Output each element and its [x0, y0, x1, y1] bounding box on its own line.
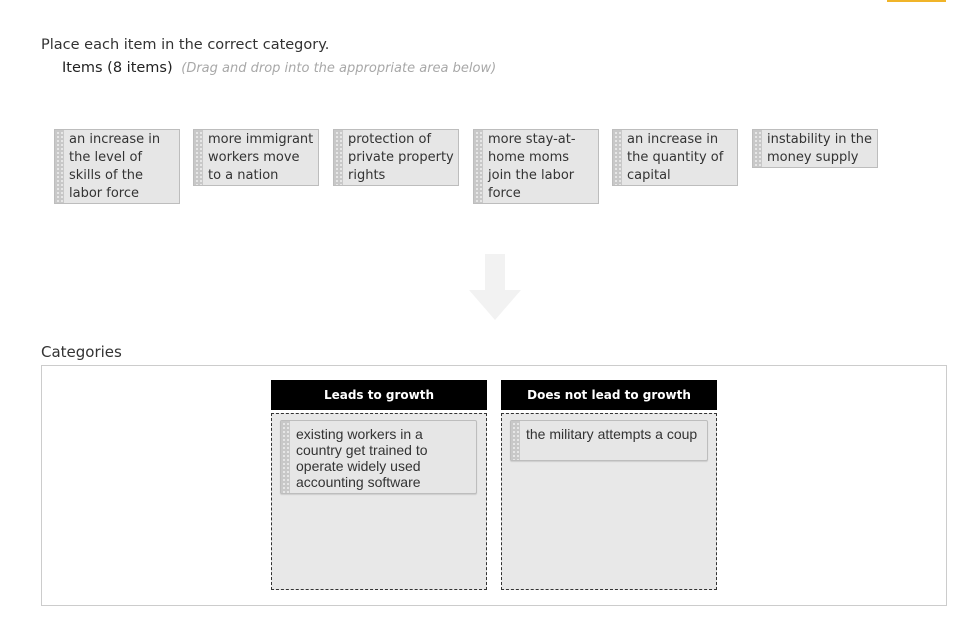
item-label: an increase in the quantity of capital — [627, 132, 724, 183]
grip-icon[interactable] — [511, 421, 520, 460]
top-accent-bar — [887, 0, 946, 2]
item-label: more stay-at-home moms join the labor fo… — [488, 132, 576, 201]
grip-icon[interactable] — [281, 421, 290, 493]
category-header: Does not lead to growth — [501, 380, 717, 410]
draggable-item[interactable]: protection of private property rights — [333, 129, 459, 186]
draggable-item[interactable]: more immigrant workers move to a nation — [193, 129, 319, 186]
placed-item[interactable]: existing workers in a country get traine… — [280, 420, 477, 494]
instruction-text: Place each item in the correct category. — [41, 37, 330, 53]
category-does-not-lead-to-growth: Does not lead to growth the military att… — [501, 380, 717, 590]
item-label: instability in the money supply — [767, 132, 873, 165]
item-label: an increase in the level of skills of th… — [69, 132, 161, 201]
grip-icon[interactable] — [194, 130, 203, 185]
placed-item-label: the military attempts a coup — [526, 426, 698, 442]
draggable-item[interactable]: more stay-at-home moms join the labor fo… — [473, 129, 599, 204]
placed-item-label: existing workers in a country get traine… — [296, 426, 428, 490]
categories-container — [41, 365, 947, 606]
down-arrow-icon — [469, 254, 521, 320]
items-title: Items (8 items) — [62, 60, 173, 76]
items-header: Items (8 items) (Drag and drop into the … — [62, 60, 496, 76]
placed-item[interactable]: the military attempts a coup — [510, 420, 708, 461]
dropzone-leads-to-growth[interactable]: existing workers in a country get traine… — [271, 413, 487, 590]
draggable-item[interactable]: an increase in the quantity of capital — [612, 129, 738, 186]
grip-icon[interactable] — [474, 130, 483, 203]
dropzone-does-not-lead-to-growth[interactable]: the military attempts a coup — [501, 413, 717, 590]
grip-icon[interactable] — [55, 130, 64, 203]
item-label: protection of private property rights — [348, 132, 454, 183]
categories-label: Categories — [41, 343, 122, 361]
category-leads-to-growth: Leads to growth existing workers in a co… — [271, 380, 487, 590]
category-header: Leads to growth — [271, 380, 487, 410]
grip-icon[interactable] — [613, 130, 622, 185]
grip-icon[interactable] — [753, 130, 762, 167]
items-hint: (Drag and drop into the appropriate area… — [181, 61, 497, 76]
item-label: more immigrant workers move to a nation — [208, 132, 314, 183]
grip-icon[interactable] — [334, 130, 343, 185]
draggable-item[interactable]: an increase in the level of skills of th… — [54, 129, 180, 204]
draggable-item[interactable]: instability in the money supply — [752, 129, 878, 168]
